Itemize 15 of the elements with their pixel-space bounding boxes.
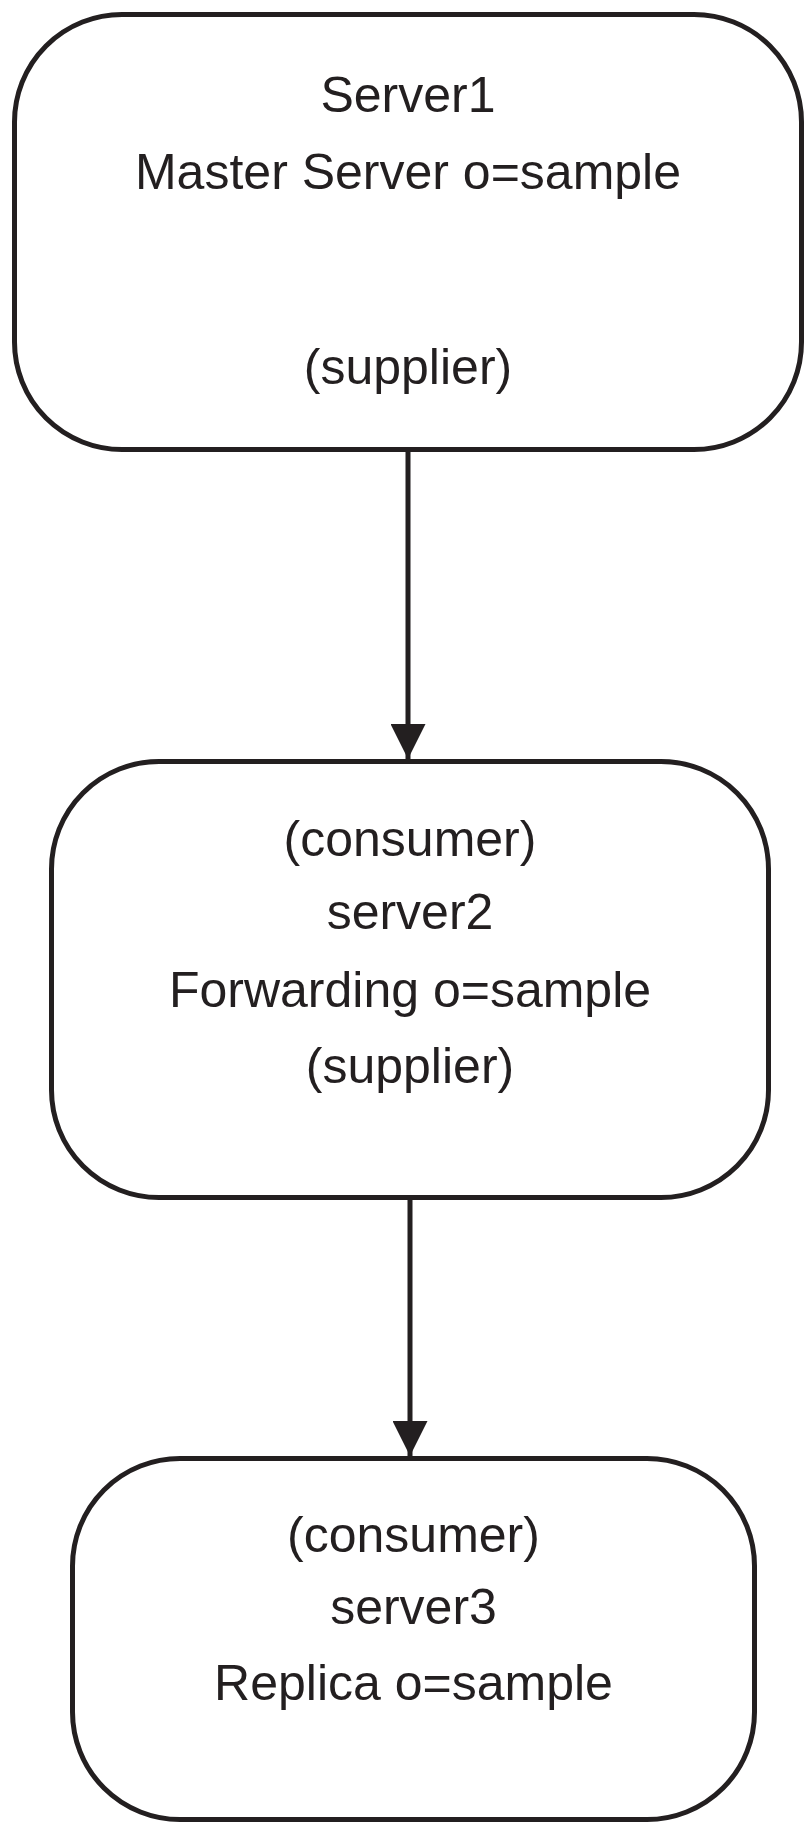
node-label: (consumer) bbox=[286, 1507, 541, 1563]
node-label: (supplier) bbox=[304, 1038, 516, 1094]
node-label: Replica o=sample bbox=[213, 1655, 614, 1711]
arrow bbox=[390, 452, 426, 759]
node-label: (supplier) bbox=[302, 339, 514, 395]
rounded-box bbox=[70, 1456, 757, 1822]
rounded-box bbox=[49, 759, 771, 1200]
node-label: Forwarding o=sample bbox=[167, 962, 653, 1018]
node-label: server3 bbox=[329, 1579, 498, 1635]
rounded-box bbox=[12, 12, 804, 452]
node-label: Server1 bbox=[319, 67, 497, 123]
node-label: Master Server o=sample bbox=[133, 144, 682, 200]
node-label: server2 bbox=[325, 884, 495, 940]
arrow bbox=[392, 1200, 428, 1456]
node-label: (consumer) bbox=[282, 811, 538, 867]
